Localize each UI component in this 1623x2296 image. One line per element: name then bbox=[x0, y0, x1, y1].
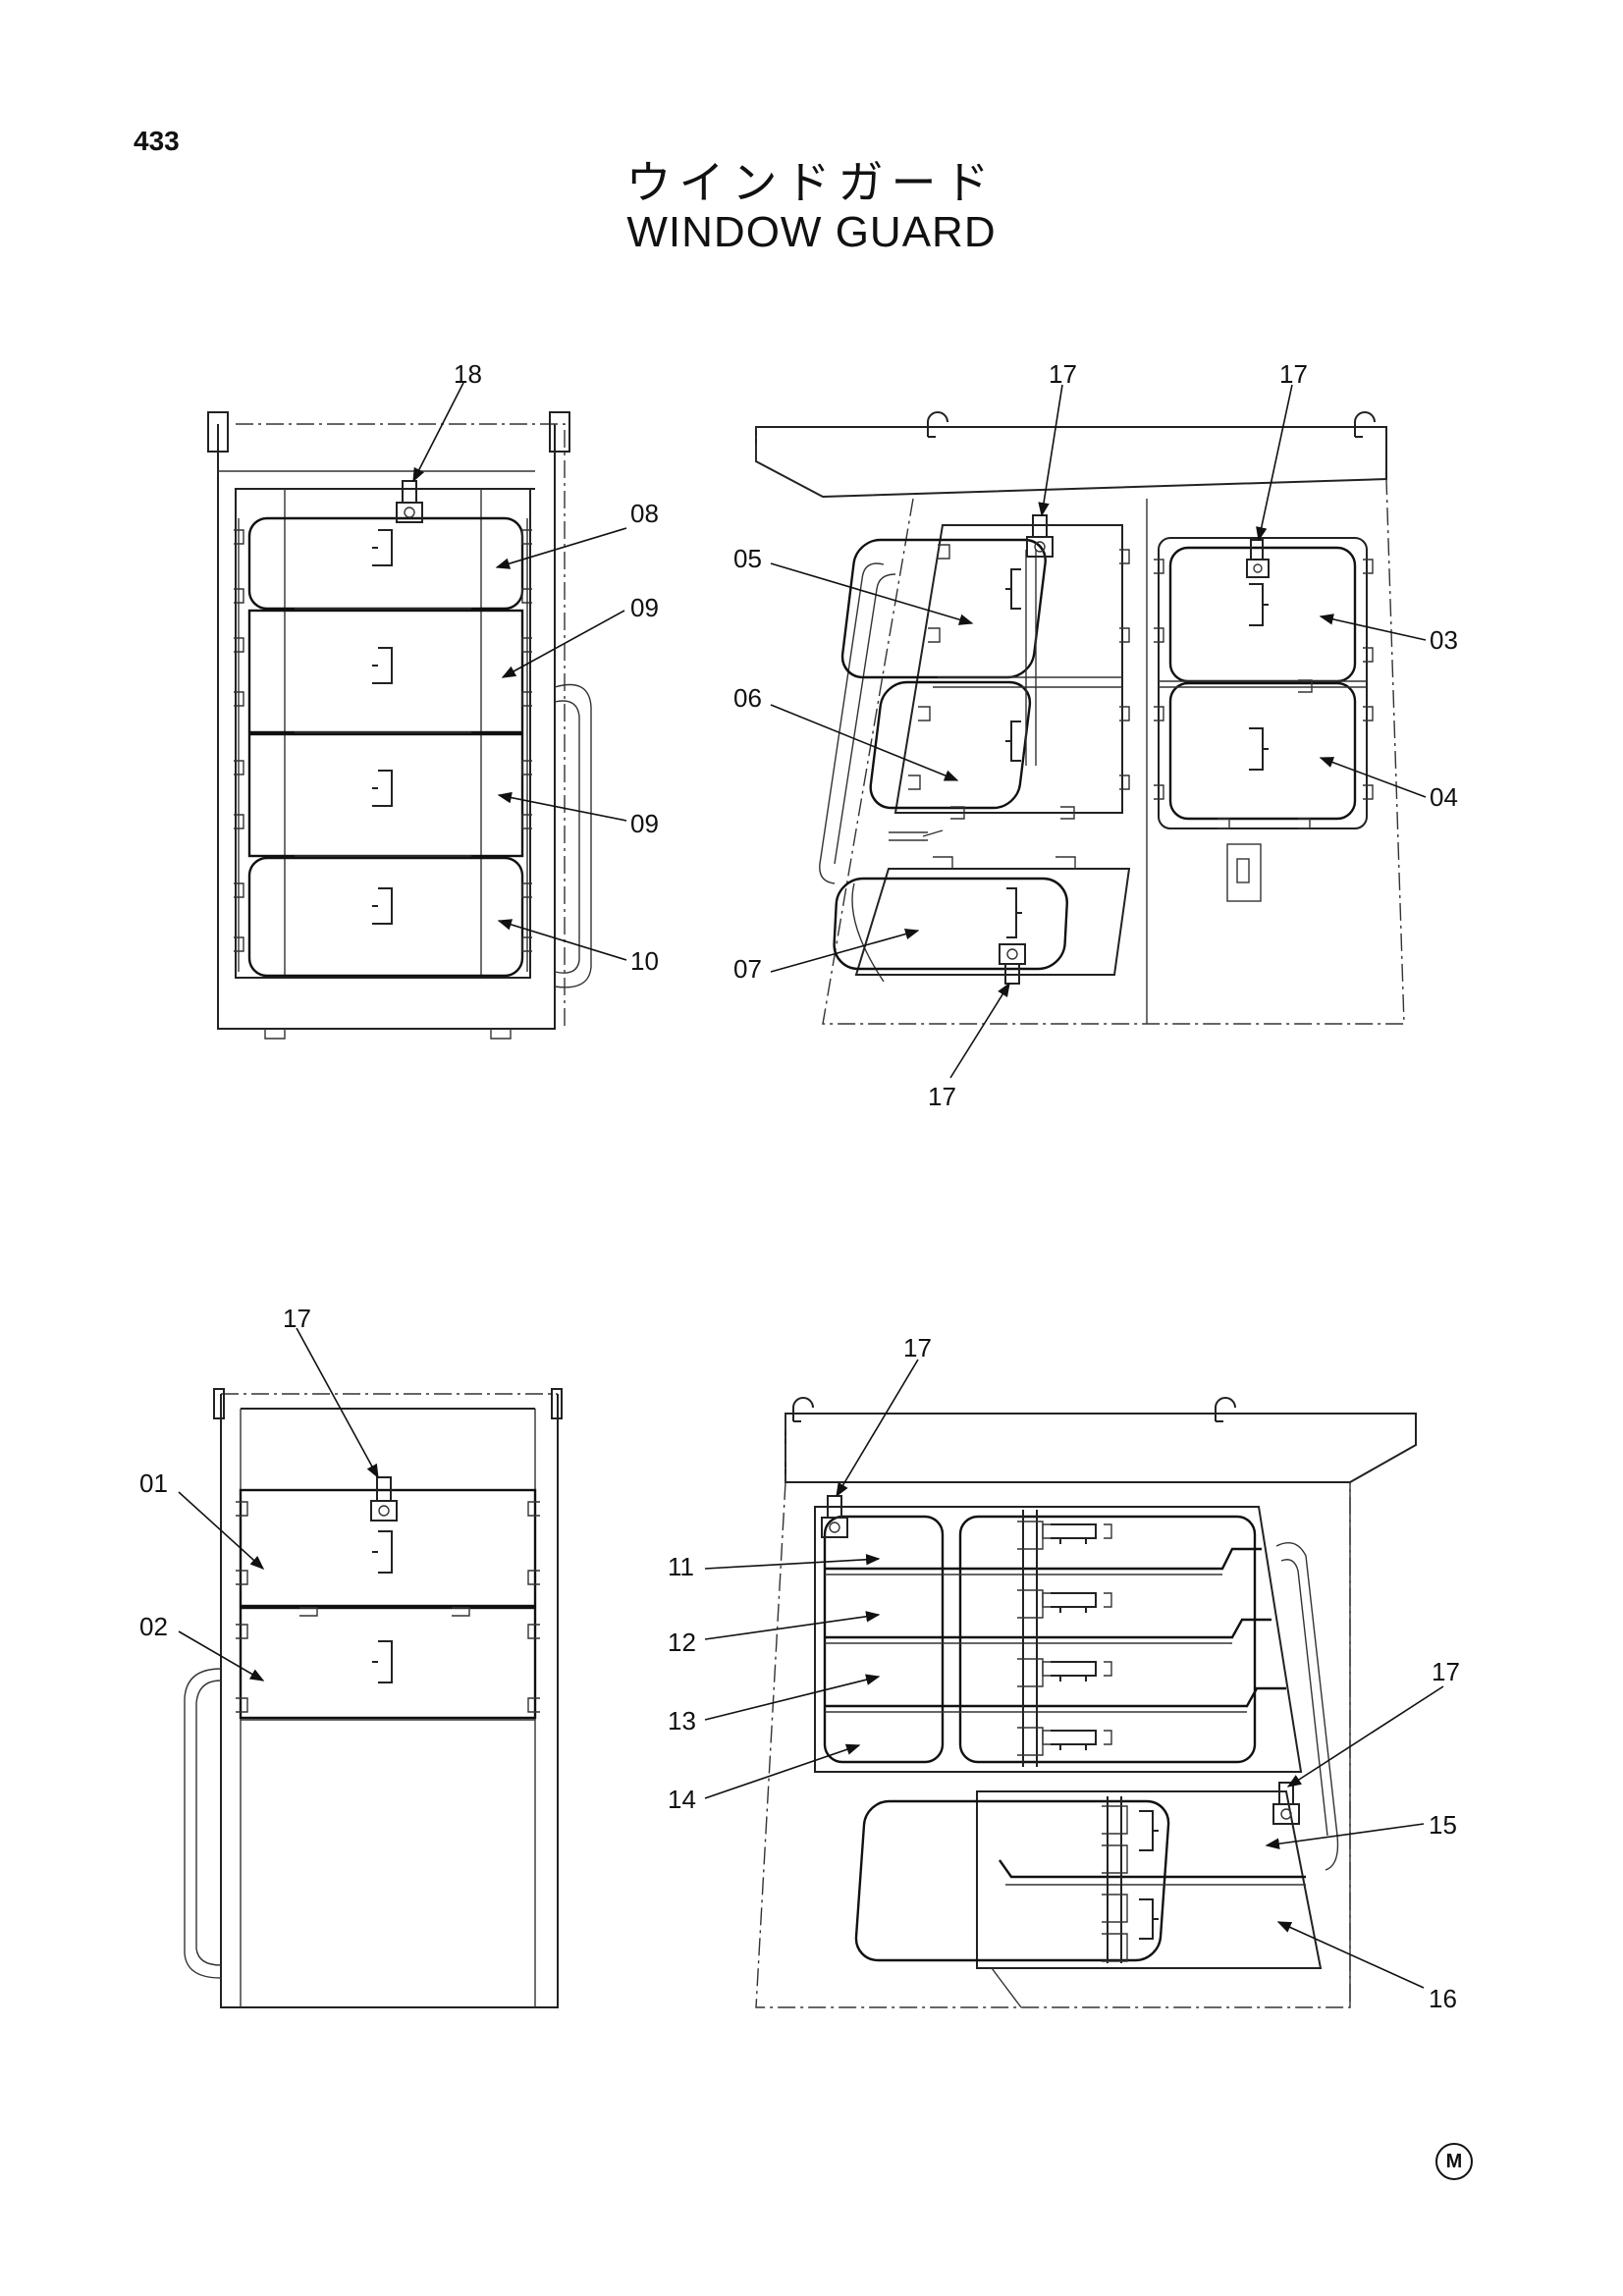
callout-17-b: 17 bbox=[1279, 359, 1308, 389]
callout-16: 16 bbox=[1429, 1984, 1457, 2013]
callout-13: 13 bbox=[668, 1706, 696, 1735]
callout-12: 12 bbox=[668, 1628, 696, 1657]
guard-panel-lower-glass bbox=[854, 1799, 1170, 1962]
left-side-view: 17 17 05 06 03 04 07 17 bbox=[733, 359, 1458, 1111]
rear-view: 17 01 02 bbox=[139, 1304, 563, 2008]
guard-panel-04 bbox=[1168, 681, 1357, 821]
callout-18: 18 bbox=[454, 359, 482, 389]
callout-15: 15 bbox=[1429, 1810, 1457, 1840]
guard-bar-13 bbox=[825, 1686, 1286, 1708]
callout-17-right-b: 17 bbox=[1432, 1657, 1460, 1686]
callout-09-upper: 09 bbox=[630, 593, 659, 622]
callout-08: 08 bbox=[630, 499, 659, 528]
callout-10: 10 bbox=[630, 946, 659, 976]
callout-09-lower: 09 bbox=[630, 809, 659, 838]
front-view: 18 08 09 09 10 bbox=[207, 359, 659, 1040]
guard-panel-10 bbox=[247, 856, 524, 978]
callout-17-c: 17 bbox=[928, 1082, 956, 1111]
callout-05: 05 bbox=[733, 544, 762, 573]
manufacturer-mark: M bbox=[1435, 2143, 1473, 2180]
guard-panel-right-glass bbox=[958, 1515, 1257, 1764]
callout-02: 02 bbox=[139, 1612, 168, 1641]
callout-07: 07 bbox=[733, 954, 762, 984]
callout-17-right-a: 17 bbox=[903, 1333, 932, 1362]
callout-03: 03 bbox=[1430, 625, 1458, 655]
guard-bar-11 bbox=[825, 1547, 1262, 1571]
callout-04: 04 bbox=[1430, 782, 1458, 812]
title-japanese: ウインドガード bbox=[625, 156, 998, 209]
callout-17-rear: 17 bbox=[283, 1304, 311, 1333]
title-english: WINDOW GUARD bbox=[626, 208, 997, 256]
callout-17-a: 17 bbox=[1049, 359, 1077, 389]
guard-panel-06 bbox=[869, 680, 1032, 810]
guard-bar-15 bbox=[999, 1859, 1306, 1879]
guard-panel-07 bbox=[833, 877, 1068, 971]
callout-01: 01 bbox=[139, 1468, 168, 1498]
right-side-view: 17 11 12 13 14 17 15 16 bbox=[668, 1333, 1460, 2013]
guard-panel-05 bbox=[840, 538, 1047, 679]
guard-bar-12 bbox=[825, 1618, 1271, 1639]
guard-panel-02 bbox=[239, 1606, 537, 1720]
callout-11: 11 bbox=[668, 1552, 694, 1581]
guard-panel-left-glass bbox=[823, 1515, 945, 1764]
callout-14: 14 bbox=[668, 1785, 696, 1814]
page-number: 433 bbox=[134, 126, 180, 156]
callout-06: 06 bbox=[733, 683, 762, 713]
